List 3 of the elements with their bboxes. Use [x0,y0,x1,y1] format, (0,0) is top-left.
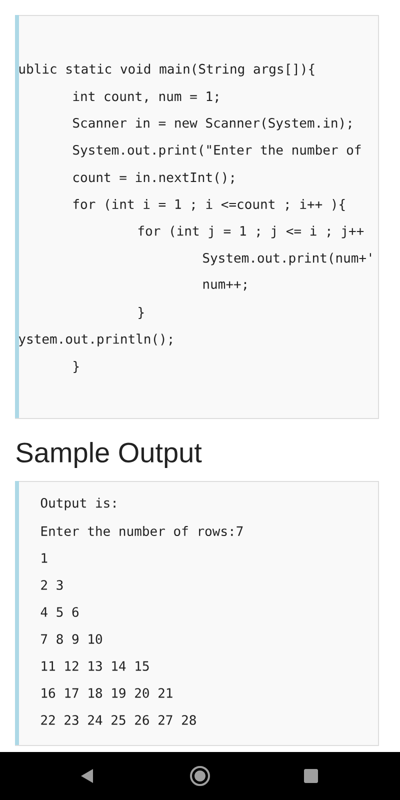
output-block: Output is: Enter the number of rows:7 1 2 3 4 5 6 7 8 9 10 11 12 13 14 15 16 17 18 19 20 21 22 23 24 25 26 27 28 [15,481,379,746]
section-heading: Sample Output [16,442,202,468]
code-block: ublic static void main(String args[]){ int count, num = 1; Scanner in = new Scanner(System.in); System.out.print("Enter the number of count = in.nextInt(); for (int i = 1 ; i <=count ; i++ ){ for (int j = 1 ; j <= i ; j++ System.out.print(num+' num++; } ystem.out.println(); } [15,15,379,419]
